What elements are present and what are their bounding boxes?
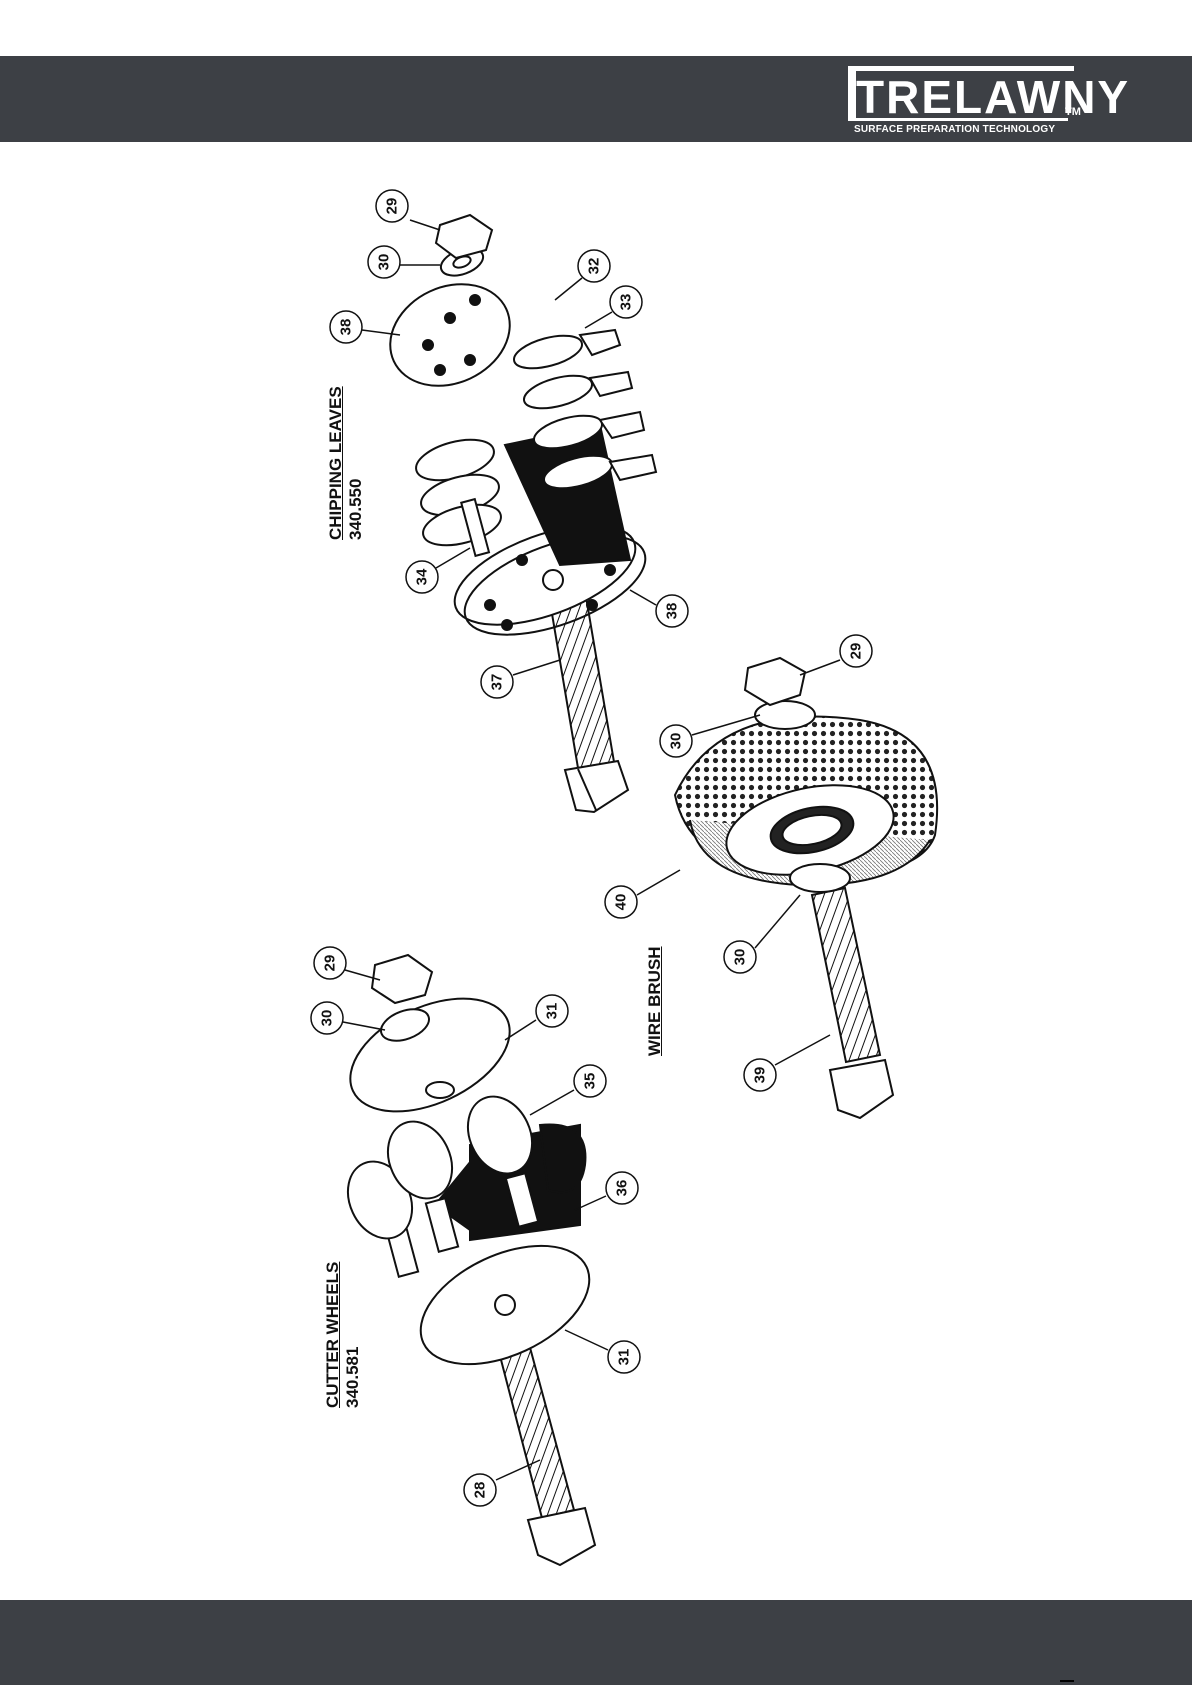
- svg-text:33: 33: [618, 294, 635, 311]
- wire-brush-assembly: [675, 658, 937, 1118]
- callout-31: 31: [536, 995, 568, 1027]
- svg-text:31: 31: [544, 1003, 561, 1020]
- callout-36: 36: [606, 1172, 638, 1204]
- svg-text:29: 29: [848, 643, 865, 660]
- brush-washer-front: [790, 864, 850, 892]
- svg-text:39: 39: [752, 1067, 769, 1084]
- svg-text:35: 35: [582, 1073, 599, 1090]
- chipping-leaves-title: CHIPPING LEAVES: [326, 386, 346, 540]
- callout-30: 30: [311, 1002, 343, 1034]
- svg-text:31: 31: [616, 1349, 633, 1366]
- cutter-wheels-title: CUTTER WHEELS: [323, 1262, 343, 1408]
- callout-29: 29: [840, 635, 872, 667]
- chipping-leaves-label: CHIPPING LEAVES 340.550: [326, 386, 366, 540]
- callout-40: 40: [605, 886, 637, 918]
- callout-38: 38: [656, 595, 688, 627]
- callout-29: 29: [314, 947, 346, 979]
- cutter-wheels-label: CUTTER WHEELS 340.581: [323, 1262, 363, 1408]
- callout-34: 34: [406, 561, 438, 593]
- cutter-wheels-part-number: 340.581: [343, 1347, 362, 1408]
- chipping-leaves-part-number: 340.550: [346, 479, 365, 540]
- brush-bolt-head: [830, 1060, 893, 1118]
- callout-39: 39: [744, 1059, 776, 1091]
- wire-brush-title: WIRE BRUSH: [645, 946, 665, 1056]
- cutter-wheels-assembly: [333, 955, 608, 1565]
- callout-30: 30: [660, 725, 692, 757]
- svg-text:38: 38: [338, 319, 355, 336]
- callout-28: 28: [464, 1474, 496, 1506]
- svg-text:34: 34: [414, 568, 431, 585]
- page-footer: [0, 1600, 1192, 1685]
- svg-text:29: 29: [322, 955, 339, 972]
- callout-30: 30: [368, 246, 400, 278]
- footer-mark: [1060, 1680, 1074, 1682]
- callout-29: 29: [376, 190, 408, 222]
- cutter-nylock-nut: [372, 955, 432, 1003]
- callout-31: 31: [608, 1341, 640, 1373]
- svg-text:28: 28: [472, 1482, 489, 1499]
- svg-text:32: 32: [586, 258, 603, 275]
- bolt-head: [565, 761, 628, 812]
- svg-text:30: 30: [376, 254, 393, 271]
- callout-33: 33: [610, 286, 642, 318]
- brush-bolt-shaft: [812, 888, 880, 1062]
- callout-32: 32: [578, 250, 610, 282]
- cutter-bolt-head: [528, 1508, 595, 1565]
- nylock-nut: [436, 215, 492, 258]
- svg-text:30: 30: [732, 949, 749, 966]
- svg-text:37: 37: [489, 674, 506, 691]
- callout-37: 37: [481, 666, 513, 698]
- svg-text:29: 29: [384, 198, 401, 215]
- svg-text:38: 38: [664, 603, 681, 620]
- svg-text:30: 30: [319, 1010, 336, 1027]
- callout-30: 30: [724, 941, 756, 973]
- svg-text:36: 36: [614, 1180, 631, 1197]
- brush-washer-rear: [755, 701, 815, 729]
- wire-brush-label: WIRE BRUSH: [645, 946, 665, 1056]
- svg-text:40: 40: [613, 894, 630, 911]
- svg-text:30: 30: [668, 733, 685, 750]
- brush-nylock-nut: [745, 658, 805, 705]
- callout-35: 35: [574, 1065, 606, 1097]
- callout-38: 38: [330, 311, 362, 343]
